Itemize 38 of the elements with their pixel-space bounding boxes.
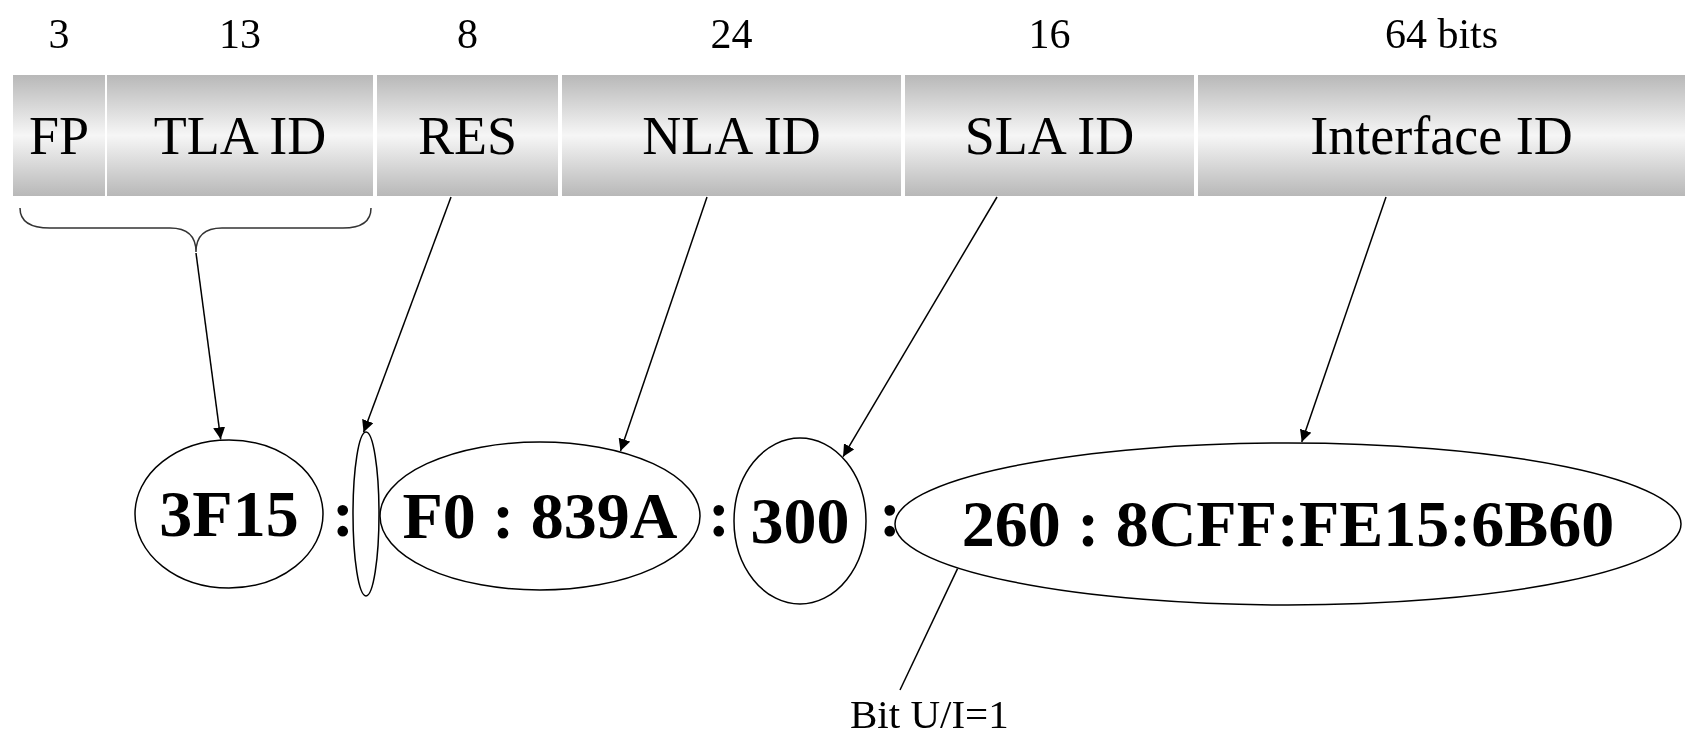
- bit-count: 64 bits: [1384, 10, 1499, 58]
- highlight-ellipse: [134, 439, 324, 589]
- leader-line: [899, 567, 959, 691]
- bit-count: 16: [1028, 10, 1071, 58]
- separator-colon: :: [708, 476, 730, 552]
- field-name: FP: [28, 104, 90, 167]
- field-name: NLA ID: [642, 104, 821, 167]
- highlight-ellipse: [894, 442, 1682, 606]
- bit-field: [905, 75, 1194, 196]
- bit-field: [1198, 75, 1685, 196]
- arrow: [1300, 196, 1387, 443]
- arrow: [362, 196, 452, 433]
- separator-colon: :: [879, 476, 901, 552]
- address-text: 3F15: [159, 476, 299, 552]
- brace: [19, 207, 372, 253]
- field-name: RES: [417, 104, 517, 167]
- field-name: SLA ID: [964, 104, 1135, 167]
- arrow: [195, 252, 226, 441]
- bit-count: 24: [710, 10, 753, 58]
- highlight-ellipse: [379, 441, 701, 591]
- field-name: TLA ID: [153, 104, 327, 167]
- arrow: [842, 196, 998, 458]
- highlight-ellipse: [352, 431, 380, 597]
- field-name: Interface ID: [1310, 104, 1573, 167]
- bit-count: 8: [457, 10, 478, 58]
- separator-colon: :: [332, 476, 354, 552]
- bit-count: 13: [219, 10, 261, 58]
- arrow: [618, 196, 708, 452]
- note-text: Bit U/I=1: [850, 691, 1009, 736]
- address-text: 300: [750, 483, 850, 559]
- bit-field: [377, 75, 558, 196]
- address-text: 260 : 8CFF:FE15:6B60: [961, 486, 1615, 562]
- address-text: F0 : 839A: [402, 478, 678, 554]
- bit-field: [13, 75, 105, 196]
- bit-field: [562, 75, 901, 196]
- bit-count: 3: [48, 10, 70, 58]
- bit-field: [107, 75, 373, 196]
- highlight-ellipse: [733, 437, 867, 605]
